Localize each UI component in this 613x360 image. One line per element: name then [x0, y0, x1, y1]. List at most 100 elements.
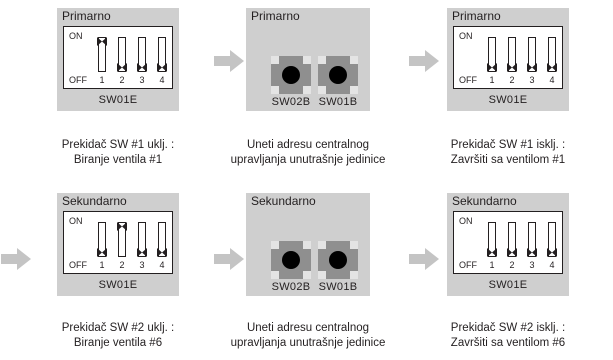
switch-actuator-icon: [117, 222, 127, 231]
switch-number: 4: [549, 75, 555, 85]
rotary-switch-panel: Sekundarno SW02B SW01B: [246, 193, 370, 296]
dip-switch-1-on: [97, 37, 107, 72]
switch-name: SW01E: [488, 279, 528, 291]
rotary-switch-icon: [318, 241, 358, 279]
switch-number: 3: [529, 75, 535, 85]
dip-switch-panel: Sekundarno ON OFF 1 2 3 4 SW01E: [447, 193, 569, 296]
dip-switch-3-off: [137, 222, 147, 257]
knob-center-icon: [282, 66, 300, 84]
switch-number: 2: [509, 260, 515, 270]
right-arrow-icon: [1, 248, 31, 270]
caption-line: Biranje ventila #6: [73, 337, 163, 349]
knob-center-icon: [329, 251, 347, 269]
rotary-switch-icon: [271, 241, 311, 279]
switch-number: 1: [99, 260, 105, 270]
switch-number: 3: [529, 260, 535, 270]
dip-switch-block: ON OFF 1 2 3 4: [453, 211, 563, 274]
dip-switch-2-off: [117, 37, 127, 72]
right-arrow-icon: [409, 248, 439, 270]
dip-switch-panel: Primarno ON OFF 1 2 3 4 SW01E: [447, 8, 569, 111]
caption-line: Prekidač SW #2 uklj. :: [61, 322, 175, 334]
caption-line: Uneti adresu centralnog: [246, 322, 370, 334]
rotary-switch-name: SW02B: [271, 281, 311, 293]
off-label: OFF: [459, 260, 477, 270]
dip-switch-4-off: [157, 222, 167, 257]
switch-actuator-icon: [507, 248, 517, 257]
step-caption: Prekidač SW #2 uklj. : Biranje ventila #…: [23, 321, 213, 351]
knob-center-icon: [329, 66, 347, 84]
switch-number: 1: [489, 260, 495, 270]
caption-line: Završiti sa ventilom #1: [450, 154, 566, 166]
switch-number: 2: [119, 260, 125, 270]
right-arrow-icon: [214, 248, 244, 270]
on-label: ON: [69, 216, 83, 226]
on-label: ON: [459, 216, 473, 226]
caption-line: Prekidač SW #1 isklj. :: [450, 139, 566, 151]
switch-actuator-icon: [547, 248, 557, 257]
dip-switch-block: ON OFF 1 2 3 4: [63, 211, 173, 274]
switch-number: 2: [119, 75, 125, 85]
switch-actuator-icon: [487, 248, 497, 257]
step-caption: Prekidač SW #1 uklj. : Biranje ventila #…: [23, 138, 213, 168]
panel-title: Primarno: [62, 9, 111, 23]
panel-title: Sekundarno: [251, 194, 316, 208]
switch-actuator-icon: [97, 248, 107, 257]
off-label: OFF: [69, 260, 87, 270]
right-arrow-icon: [214, 50, 244, 72]
switch-number: 4: [549, 260, 555, 270]
caption-line: Uneti adresu centralnog: [246, 139, 370, 151]
step-caption: Prekidač SW #1 isklj. : Završiti sa vent…: [413, 138, 603, 168]
caption-line: upravljanja unutrašnje jedinice: [230, 337, 386, 349]
switch-actuator-icon: [137, 63, 147, 72]
switch-actuator-icon: [527, 63, 537, 72]
step-caption: Uneti adresu centralnog upravljanja unut…: [213, 321, 403, 351]
rotary-switch-name: SW01B: [318, 96, 358, 108]
panel-title: Primarno: [251, 9, 300, 23]
switch-number: 3: [139, 260, 145, 270]
switch-number: 4: [159, 75, 165, 85]
rotary-switch-panel: Primarno SW02B SW01B: [246, 8, 370, 111]
step-caption: Prekidač SW #2 isklj. : Završiti sa vent…: [413, 321, 603, 351]
rotary-switch-name: SW02B: [271, 96, 311, 108]
switch-number: 3: [139, 75, 145, 85]
caption-line: Završiti sa ventilom #6: [450, 337, 566, 349]
dip-switch-3-off: [527, 37, 537, 72]
rotary-switch-icon: [318, 56, 358, 94]
switch-actuator-icon: [157, 63, 167, 72]
knob-center-icon: [282, 251, 300, 269]
dip-switch-2-off: [507, 37, 517, 72]
switch-actuator-icon: [137, 248, 147, 257]
on-label: ON: [459, 31, 473, 41]
switch-actuator-icon: [487, 63, 497, 72]
switch-actuator-icon: [547, 63, 557, 72]
caption-line: Prekidač SW #2 isklj. :: [450, 322, 566, 334]
dip-switch-panel: Primarno ON OFF 1 2 3 4 SW01E: [57, 8, 179, 111]
right-arrow-icon: [409, 50, 439, 72]
rotary-switch-name: SW01B: [318, 281, 358, 293]
switch-actuator-icon: [507, 63, 517, 72]
switch-number: 1: [99, 75, 105, 85]
dip-switch-1-off: [487, 222, 497, 257]
switch-name: SW01E: [98, 279, 138, 291]
dip-switch-block: ON OFF 1 2 3 4: [453, 26, 563, 89]
switch-number: 1: [489, 75, 495, 85]
switch-actuator-icon: [97, 37, 107, 46]
dip-switch-1-off: [97, 222, 107, 257]
dip-switch-2-off: [507, 222, 517, 257]
dip-switch-panel: Sekundarno ON OFF 1 2 3 4 SW01E: [57, 193, 179, 296]
panel-title: Sekundarno: [452, 194, 517, 208]
switch-actuator-icon: [157, 248, 167, 257]
caption-line: upravljanja unutrašnje jedinice: [230, 154, 386, 166]
rotary-switch-icon: [271, 56, 311, 94]
dip-switch-block: ON OFF 1 2 3 4: [63, 26, 173, 89]
dip-switch-3-off: [137, 37, 147, 72]
switch-name: SW01E: [98, 94, 138, 106]
switch-actuator-icon: [527, 248, 537, 257]
dip-switch-4-off: [157, 37, 167, 72]
step-caption: Uneti adresu centralnog upravljanja unut…: [213, 138, 403, 168]
panel-title: Sekundarno: [62, 194, 127, 208]
dip-switch-4-off: [547, 37, 557, 72]
switch-actuator-icon: [117, 63, 127, 72]
caption-line: Biranje ventila #1: [73, 154, 163, 166]
dip-switch-2-on: [117, 222, 127, 257]
